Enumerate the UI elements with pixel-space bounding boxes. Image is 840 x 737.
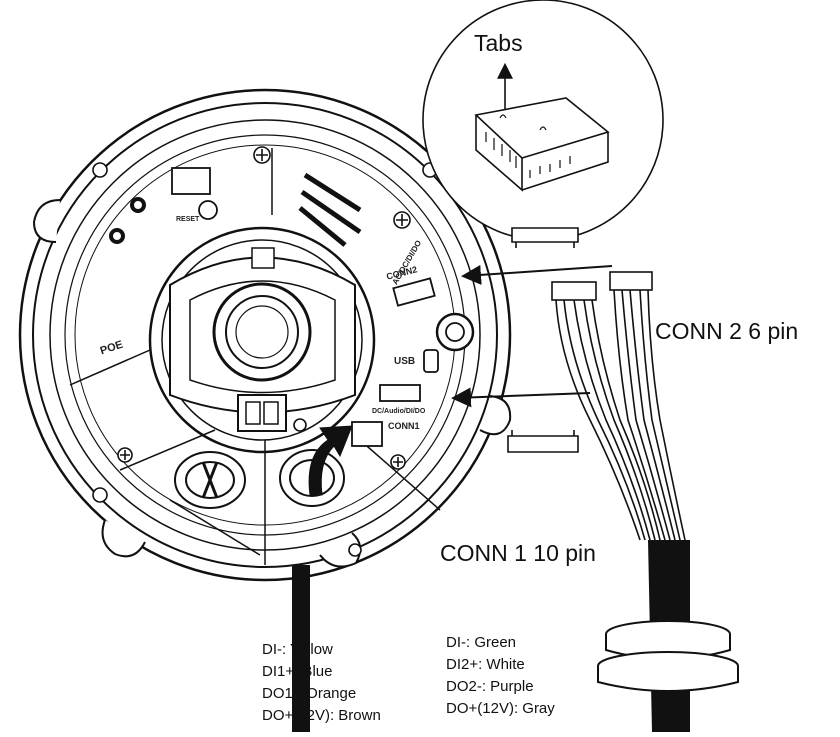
wire-color-entry: DI1+: Blue <box>262 663 333 680</box>
connector-plugs <box>507 227 579 453</box>
conn2-label: CONN 2 6 pin <box>655 318 799 344</box>
tabs-label: Tabs <box>474 30 523 56</box>
wire-color-entry: DI2+: White <box>446 656 525 673</box>
wire-color-entry: DO1-: Orange <box>262 685 357 702</box>
screws <box>92 146 438 557</box>
wire-harness <box>551 271 686 541</box>
mounting-tabs <box>32 199 512 568</box>
wire-color-entry: DO2-: Purple <box>446 678 534 695</box>
tabs-callout <box>422 0 664 241</box>
board-ports <box>109 167 475 447</box>
wire-color-legend-left: DI-: Yellow DI1+: Blue DO1-: Orange DO+(… <box>262 639 381 727</box>
usb-board-label: USB <box>394 356 416 367</box>
connection-arrows <box>451 264 613 408</box>
reset-board-label: RESET <box>176 216 200 223</box>
conn1-board-sub-label: DC/Audio/DI/DO <box>372 408 426 415</box>
routing-arrow <box>308 425 353 496</box>
lens-module <box>148 226 376 454</box>
wire-color-entry: DI-: Yellow <box>262 641 333 658</box>
wire-color-entry: DO+(12V): Gray <box>446 700 555 717</box>
wire-color-entry: DI-: Green <box>446 634 517 651</box>
wire-color-entry: DO+(12V): Brown <box>262 707 381 724</box>
main-cable <box>597 540 739 732</box>
wire-color-legend-right: DI-: Green DI2+: White DO2-: Purple DO+(… <box>446 632 555 720</box>
internal-dividers <box>69 148 441 565</box>
base-cable <box>292 565 310 732</box>
conn1-board-label: CONN1 <box>388 421 420 431</box>
conn1-label: CONN 1 10 pin <box>440 540 596 566</box>
